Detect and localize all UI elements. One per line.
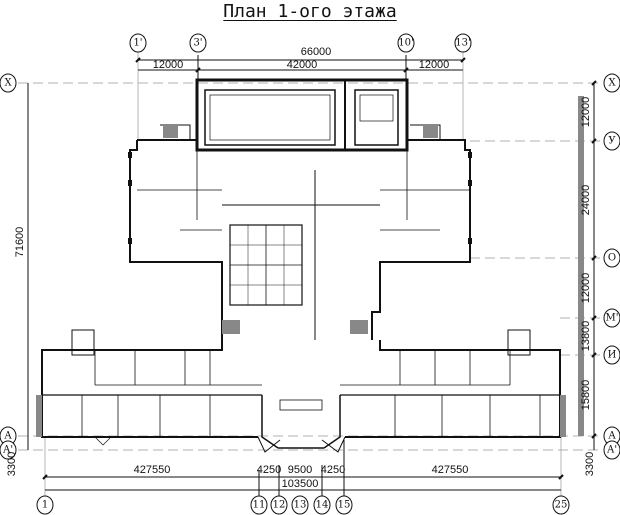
- dim-right: 12000: [580, 97, 592, 128]
- axis-right-2-label: О: [608, 253, 616, 264]
- axis-bottom-4-label: 14: [316, 500, 329, 511]
- dim-right: 12000: [580, 273, 592, 304]
- axis-left-6-bubble: [0, 440, 17, 460]
- axis-bottom-3-bubble: [291, 495, 309, 515]
- axis-right-6-bubble: [603, 440, 620, 460]
- dim-bottom-segment: 4250: [321, 464, 345, 476]
- dim-top-total: 66000: [301, 46, 332, 58]
- dim-bottom-segment: 9500: [288, 464, 312, 476]
- axis-bottom-1-bubble: [250, 495, 268, 515]
- swimming-pool-small: [354, 89, 399, 146]
- axis-bottom-6-bubble: [552, 495, 570, 515]
- axis-top-0-label: 1': [133, 38, 142, 49]
- dim-top-segment: 42000: [287, 59, 318, 71]
- axis-right-1-bubble: [603, 131, 620, 151]
- dim-right: 13800: [580, 321, 592, 352]
- dim-top-segment: 12000: [153, 59, 184, 71]
- axis-bottom-5-bubble: [335, 495, 353, 515]
- axis-right-0-bubble: [603, 73, 620, 93]
- drawing-title-text: План 1-ого этажа: [223, 1, 397, 22]
- axis-top-1-bubble: [189, 33, 207, 53]
- axis-bottom-6-label: 25: [555, 500, 568, 511]
- stair-hatching: [36, 96, 584, 437]
- axis-bottom-5-label: 15: [338, 500, 351, 511]
- dim-bottom-segment: 427550: [134, 464, 171, 476]
- building-outline: [41, 78, 561, 453]
- drawing-title: План 1-ого этажа: [0, 0, 620, 24]
- dim-left-offset: 3300: [6, 452, 18, 476]
- axis-bottom-0-label: 1: [42, 500, 48, 511]
- axis-bottom-0-bubble: [36, 495, 54, 515]
- axis-left-0-label: Х: [4, 78, 12, 89]
- axis-right-6-label: А': [607, 445, 617, 456]
- dim-bottom-segment: 4250: [257, 464, 281, 476]
- axis-bottom-1-label: 11: [253, 500, 266, 511]
- axis-right-3-bubble: [603, 308, 620, 328]
- axis-left-5-label: А: [4, 431, 12, 442]
- axis-bottom-3-label: 13: [294, 500, 307, 511]
- dim-right-offset: 3300: [584, 452, 596, 476]
- dimension-lines: [27, 55, 597, 500]
- axis-right-3-label: М': [606, 313, 619, 324]
- axis-top-3-bubble: [454, 33, 472, 53]
- axis-right-4-label: И: [608, 350, 617, 361]
- columns: [128, 152, 472, 244]
- axis-left-6-label: А': [3, 445, 13, 456]
- axis-top-0-bubble: [129, 33, 147, 53]
- axis-right-5-label: А: [608, 431, 616, 442]
- dim-bottom-segment: 427550: [432, 464, 469, 476]
- swimming-pool-large: [204, 89, 336, 146]
- axis-bottom-4-bubble: [313, 495, 331, 515]
- axis-right-2-bubble: [603, 248, 620, 268]
- axis-top-3-label: 13': [455, 38, 470, 49]
- axis-top-2-bubble: [397, 33, 415, 53]
- dim-right: 24000: [580, 185, 592, 216]
- axis-bottom-2-bubble: [270, 495, 288, 515]
- axis-grid: [18, 52, 602, 496]
- dim-top-segment: 12000: [419, 59, 450, 71]
- dim-bottom-total: 103500: [282, 478, 319, 490]
- dim-left-total: 71600: [14, 227, 26, 258]
- axis-top-2-label: 10': [398, 38, 413, 49]
- axis-bottom-2-label: 12: [273, 500, 286, 511]
- axis-right-0-label: Х: [608, 78, 616, 89]
- axis-right-1-label: У: [608, 136, 616, 147]
- axis-top-1-label: 3': [193, 38, 202, 49]
- axis-left-0-bubble: [0, 73, 17, 93]
- axis-right-4-bubble: [603, 345, 620, 365]
- dim-right: 15800: [580, 380, 592, 411]
